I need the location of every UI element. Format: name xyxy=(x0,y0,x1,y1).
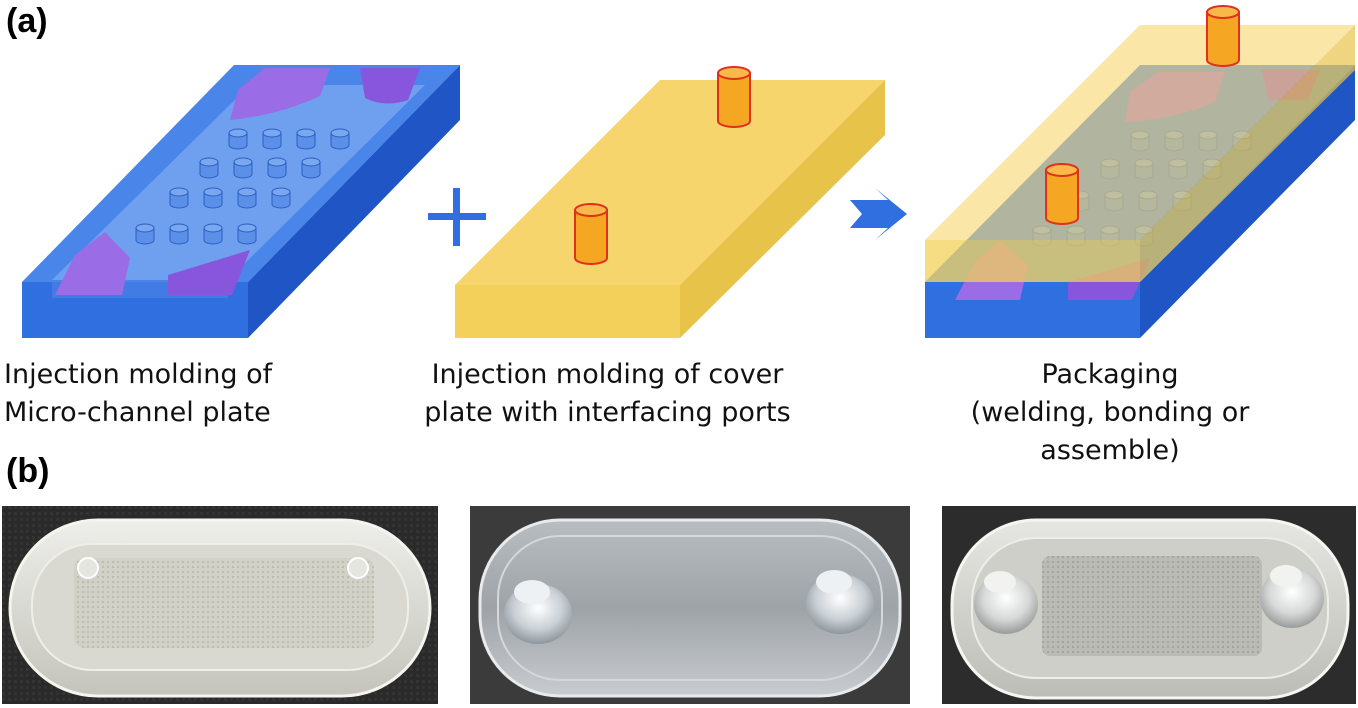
packaged-port-bottom xyxy=(1045,163,1079,225)
chamber-top xyxy=(230,68,420,120)
step-2-caption: Injection molding of cover plate with in… xyxy=(424,359,791,428)
step-1-caption: Injection molding of Micro-channel plate xyxy=(4,359,273,428)
chamber-bottom xyxy=(55,232,250,295)
interfacing-port-top xyxy=(717,66,751,128)
panel-b-label: (b) xyxy=(6,452,50,490)
process-diagram xyxy=(22,5,1355,338)
step-3-caption: Packaging (welding, bonding or assemble) xyxy=(970,359,1250,466)
plus-icon xyxy=(428,188,486,246)
packaged-device xyxy=(925,5,1355,338)
photo-micro-channel-plate xyxy=(2,506,438,704)
arrow-icon xyxy=(850,188,907,240)
packaged-port-top xyxy=(1206,5,1240,67)
panel-a-label: (a) xyxy=(6,2,48,40)
cover-plate xyxy=(455,66,885,338)
interfacing-port-bottom xyxy=(574,203,608,265)
photo-cover-plate xyxy=(470,506,910,704)
photo-packaged-device xyxy=(942,506,1356,704)
micro-channel-plate xyxy=(22,65,460,338)
